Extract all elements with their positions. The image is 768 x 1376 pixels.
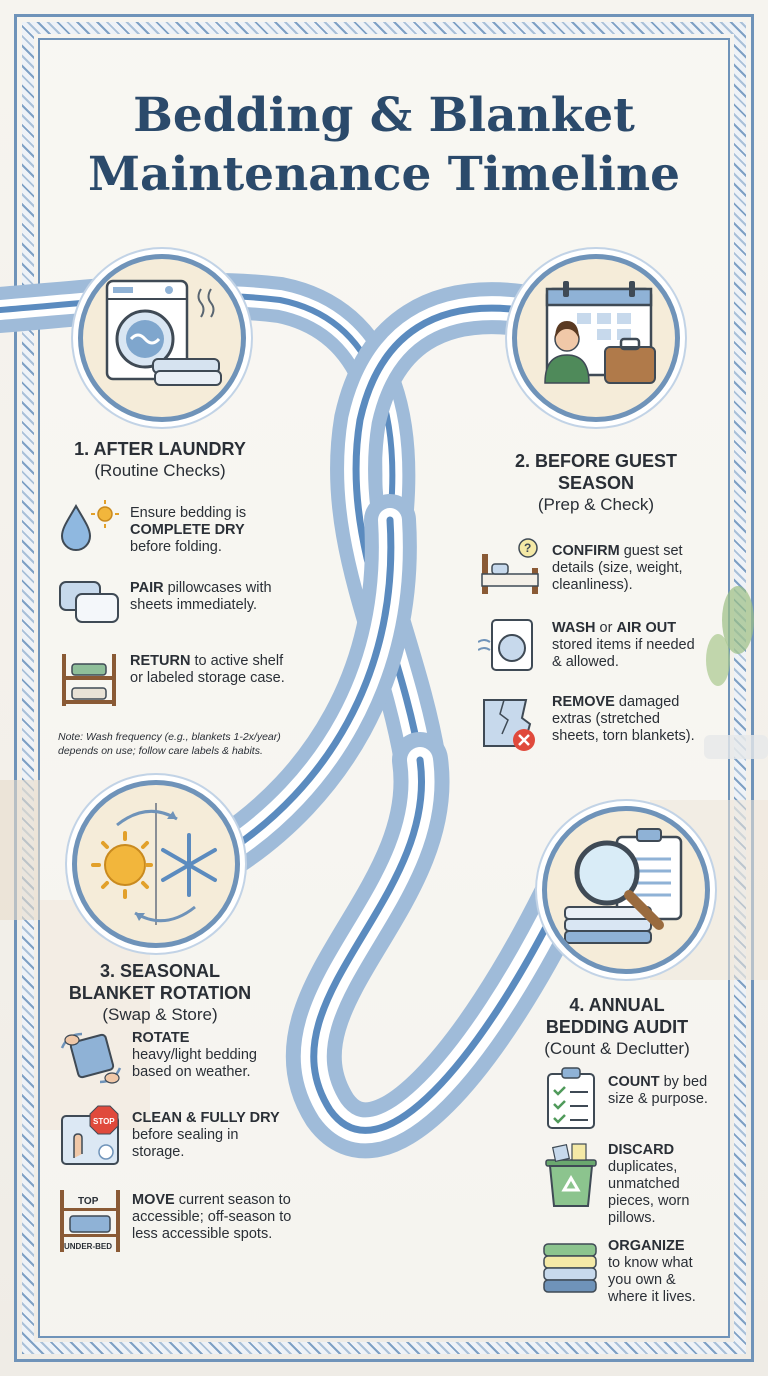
torn-sheet-icon [483,699,535,751]
section-1-heading: 1. AFTER LAUNDRY [74,439,246,459]
top-label: TOP [78,1196,99,1207]
s3-item-1: ROTATE heavy/light bedding based on weat… [132,1030,282,1081]
washer-air-icon [478,619,533,671]
stop-bag-icon: STOP [61,1105,119,1165]
page-title: Bedding & Blanket Maintenance Timeline [40,86,728,204]
pillows-icon [59,581,119,623]
s4-item-3-bold: ORGANIZE [608,1238,685,1254]
s1-item-3-text: to active shelf or labeled storage case. [130,653,285,686]
section-4-heading: 4. ANNUAL BEDDING AUDIT [545,995,689,1037]
top-underbed-icon: TOP UNDER-BED [60,1190,120,1252]
stop-sign-label: STOP [93,1117,115,1126]
s2-item-3-bold: REMOVE [552,694,615,710]
title-line-2: Maintenance Timeline [87,147,681,202]
sun-snowflake-icon [91,803,217,925]
bed-question-icon: ? [481,538,539,594]
medal-annual-audit [542,806,710,974]
s4-item-2-text: duplicates, unmatched pieces, worn pillo… [608,1159,690,1226]
s2-item-2-bold2: AIR OUT [616,620,677,636]
shelf-icon [62,654,116,706]
stack-icon [543,1243,597,1293]
s1-item-1: Ensure bedding is COMPLETE DRY before fo… [130,505,290,556]
recycle-bin-icon [545,1143,597,1207]
s4-item-2: DISCARD duplicates, unmatched pieces, wo… [608,1142,718,1227]
wash-frequency-note: Note: Wash frequency (e.g., blankets 1-2… [58,731,281,757]
s2-item-2-text: stored items if needed & allowed. [552,637,695,670]
s1-item-1-bold: COMPLETE DRY [130,522,245,538]
s2-item-2: WASH or AIR OUT stored items if needed &… [552,620,702,671]
magnifier-clipboard-icon [564,828,683,944]
s1-item-2: PAIR pillowcases with sheets immediately… [130,580,290,614]
s4-item-1-bold: COUNT [608,1074,660,1090]
section-2-subheading: (Prep & Check) [537,495,655,514]
s3-item-3-bold: MOVE [132,1192,175,1208]
s4-item-2-bold: DISCARD [608,1142,675,1158]
section-1-subheading: (Routine Checks) [94,461,226,480]
s3-item-3: MOVE current season to accessible; off-s… [132,1192,297,1243]
s1-item-2-text: pillowcases with sheets immediately. [130,580,272,613]
s2-item-2-mid: or [599,620,613,636]
s3-item-1-text: heavy/light bedding based on weather. [132,1047,257,1080]
under-bed-label: UNDER-BED [64,1242,112,1251]
s4-item-3-text: to know what you own & where it lives. [608,1255,696,1305]
s3-item-1-bold: ROTATE [132,1030,190,1046]
droplet-sun-icon [60,500,119,551]
calendar-guest-icon [544,281,656,384]
section-4-subheading: (Count & Declutter) [544,1039,690,1058]
title-line-1: Bedding & Blanket [133,88,635,143]
s3-item-2-text: before sealing in storage. [132,1127,239,1160]
s1-item-1-post: before folding. [130,539,222,555]
s3-item-3-text: current season to accessible; off-season… [132,1192,292,1242]
section-3-heading: 3. SEASONAL BLANKET ROTATION [68,961,252,1003]
outer-frame [14,14,754,1362]
s3-item-2: CLEAN & FULLY DRY before sealing in stor… [132,1110,282,1161]
medal-after-laundry [78,254,246,422]
s3-item-2-bold: CLEAN & FULLY DRY [132,1110,280,1126]
s2-item-3-text: damaged extras (stretched sheets, torn b… [552,694,695,744]
medal-seasonal-rotation [72,780,240,948]
svg-text:?: ? [524,541,531,555]
s2-item-1: CONFIRM guest set details (size, weight,… [552,543,702,594]
s4-item-1: COUNT by bed size & purpose. [608,1074,718,1108]
medal-before-guest-season [512,254,680,422]
s4-item-1-text: by bed size & purpose. [608,1074,708,1107]
s2-item-3: REMOVE damaged extras (stretched sheets,… [552,694,702,745]
s1-item-3: RETURN to active shelf or labeled storag… [130,653,290,687]
section-2-heading: 2. BEFORE GUEST SEASON [514,451,678,493]
s1-item-1-text: Ensure bedding is [130,505,247,521]
checklist-icon [547,1067,595,1129]
rotate-blanket-icon [60,1032,122,1084]
s2-item-2-bold: WASH [552,620,596,636]
s1-item-2-bold: PAIR [130,580,164,596]
s1-item-3-bold: RETURN [130,653,191,669]
s2-item-1-text: guest set details (size, weight, cleanli… [552,543,683,593]
section-3-subheading: (Swap & Store) [102,1005,218,1024]
s2-item-1-bold: CONFIRM [552,543,620,559]
washing-machine-icon [105,279,222,386]
s4-item-3: ORGANIZE to know what you own & where it… [608,1238,718,1306]
